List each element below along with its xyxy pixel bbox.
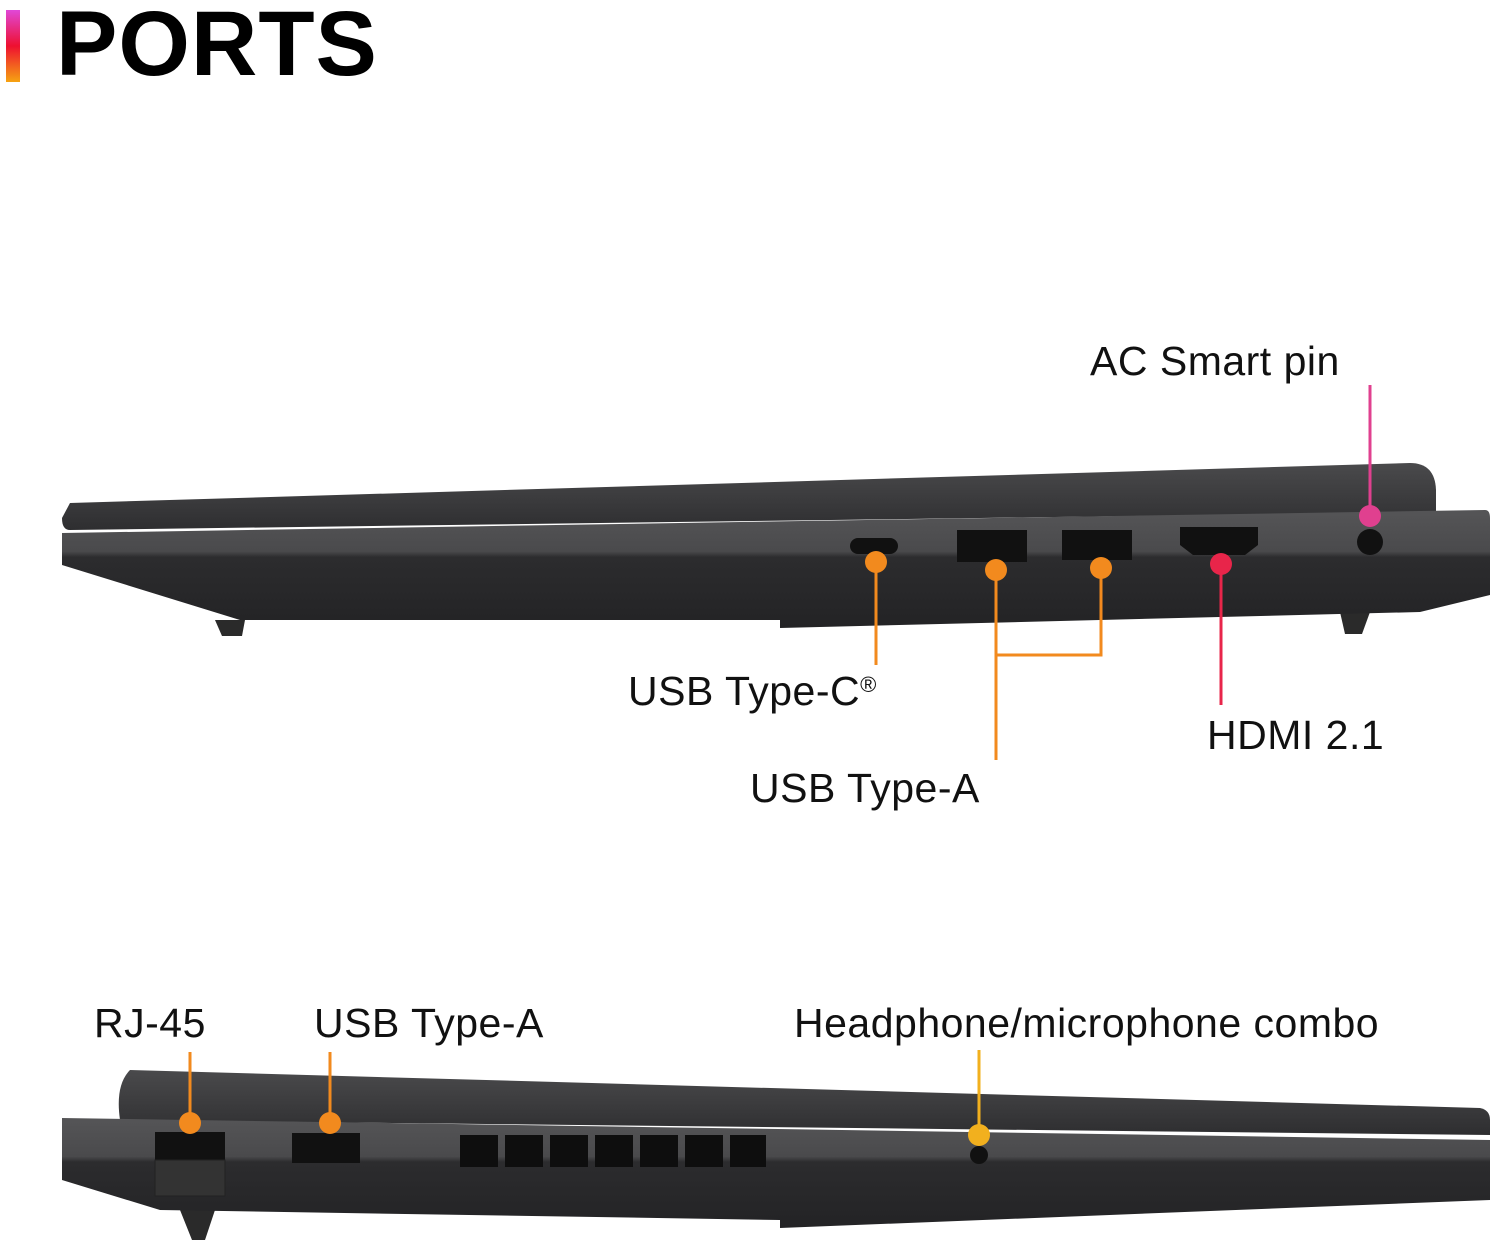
foot	[180, 1210, 215, 1240]
usb-a-port-1	[957, 530, 1027, 562]
label-usb-type-c-text: USB Type-C	[628, 668, 861, 714]
ac-port	[1357, 529, 1383, 555]
foot-left	[215, 620, 245, 636]
usb-a-port-2	[1062, 530, 1132, 560]
lid	[118, 1070, 1490, 1135]
registered-mark: ®	[860, 672, 877, 697]
page-title: PORTS	[56, 0, 378, 95]
usb-c-port	[850, 538, 898, 554]
label-usb-type-a-right: USB Type-A	[750, 765, 980, 811]
hdmi-port	[1180, 527, 1258, 555]
usb-a-port	[292, 1133, 360, 1163]
label-ac-smart-pin: AC Smart pin	[1090, 338, 1340, 384]
rj45-port	[155, 1132, 225, 1160]
label-usb-type-a-left: USB Type-A	[314, 1000, 544, 1046]
laptop-left-side	[62, 1050, 1490, 1240]
base	[62, 1118, 1490, 1228]
label-hdmi: HDMI 2.1	[1207, 712, 1385, 758]
laptop-right-side	[62, 385, 1490, 760]
label-usb-type-c: USB Type-C®	[628, 668, 877, 715]
label-rj45: RJ-45	[94, 1000, 206, 1046]
rj45-flap	[154, 1159, 226, 1197]
vent	[460, 1135, 766, 1167]
lid	[62, 463, 1436, 530]
title-accent-bar	[6, 10, 20, 82]
base	[62, 510, 1490, 628]
headphone-jack	[970, 1146, 988, 1164]
label-headphone-combo: Headphone/microphone combo	[794, 1000, 1380, 1046]
foot-right	[1340, 612, 1370, 634]
